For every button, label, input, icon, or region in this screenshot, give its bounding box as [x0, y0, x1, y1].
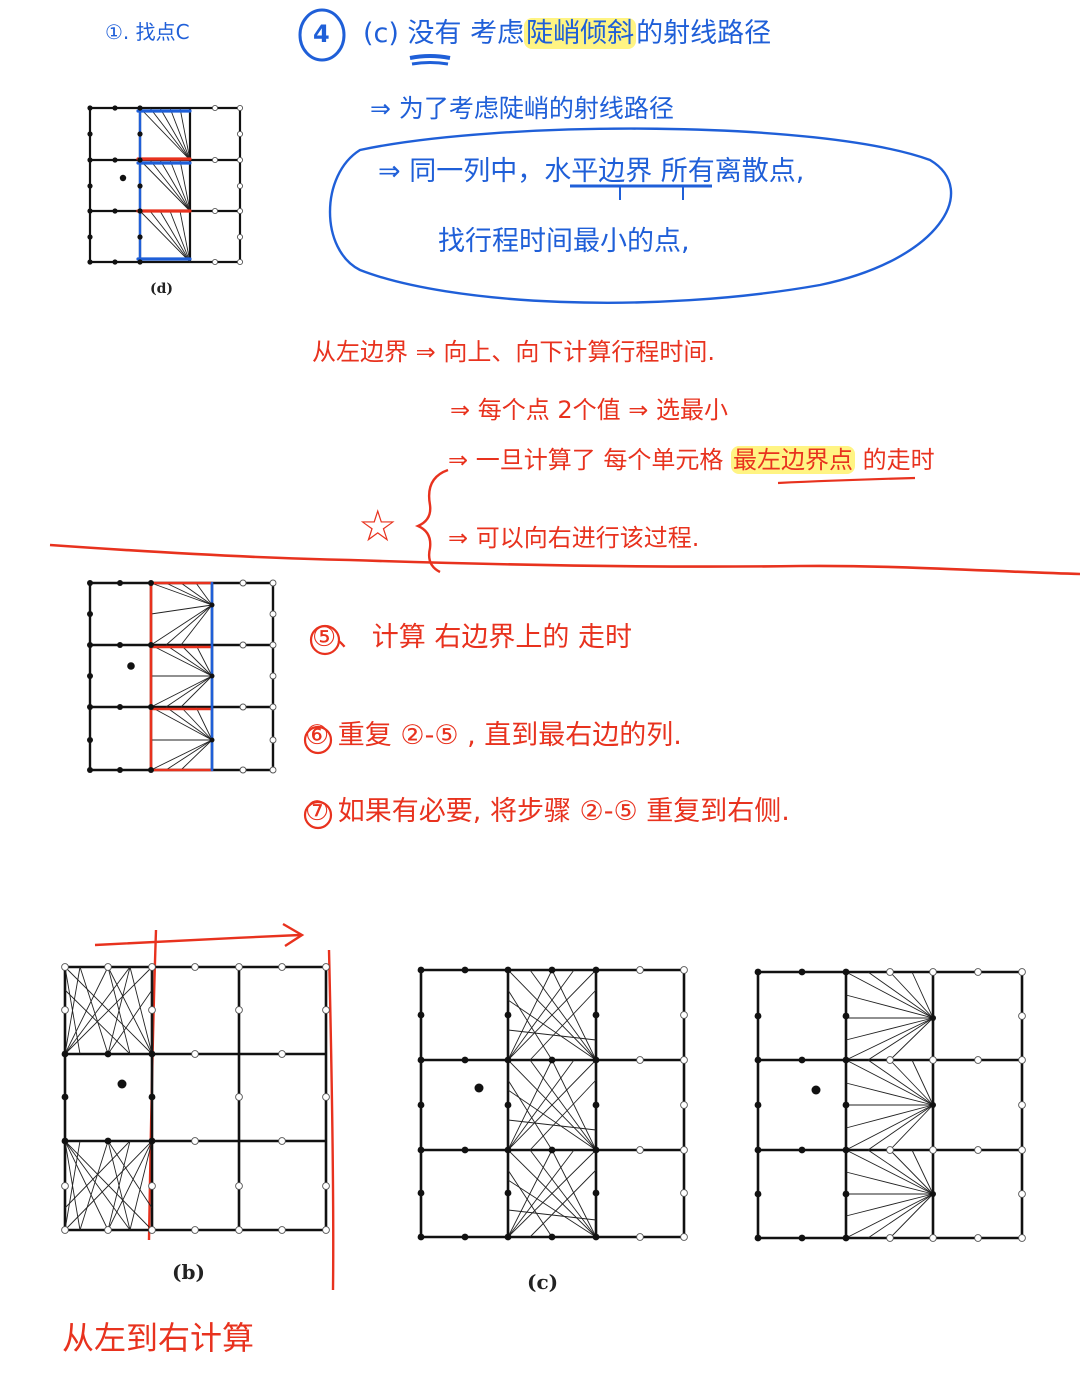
step4-number: 4 — [313, 20, 330, 48]
left-boundary-line3-suffix: 的走时 — [855, 446, 935, 474]
step4-line1-mid: 考虑 — [461, 18, 525, 49]
step4-box-line1-underlined: 水平边界 — [544, 156, 653, 187]
step4-line1-highlight: 陡峭倾斜 — [524, 18, 637, 49]
step4-box-line1: ⇒ 同一列中，水平边界 所有离散点, — [378, 158, 804, 185]
step4-line1-suffix: 的射线路径 — [636, 18, 772, 49]
figure-d-caption: (d) — [150, 281, 174, 297]
figure-c-caption: (c) — [527, 1270, 559, 1294]
step4-line1-prefix: (c) — [363, 18, 408, 49]
step7: ⑦ 如果有必要, 将步骤 ②-⑤ 重复到右侧. — [305, 796, 790, 827]
left-boundary-line1: 从左边界 ⇒ 向上、向下计算行程时间. — [312, 338, 715, 366]
left-boundary-line4: ⇒ 可以向右进行该过程. — [448, 524, 700, 552]
step4-line1-not: 没有 — [407, 18, 462, 49]
bottom-note: 从左到右计算 — [62, 1319, 255, 1357]
step4-box-line1-prefix: ⇒ 同一列中， — [378, 156, 545, 187]
step4-line2: ⇒ 为了考虑陡峭的射线路径 — [370, 94, 674, 123]
step6: ⑥ 重复 ②-⑤ , 直到最右边的列. — [305, 720, 682, 751]
step4-line1: (c) 没有 考虑陡峭倾斜的射线路径 — [363, 18, 772, 49]
step5: ⑤、 计算 右边界上的 走时 — [312, 622, 632, 653]
left-boundary-line3: ⇒ 一旦计算了 每个单元格 最左边界点 的走时 — [448, 446, 935, 474]
figure-b-caption: (b) — [172, 1260, 205, 1284]
left-boundary-line2: ⇒ 每个点 2个值 ⇒ 选最小 — [450, 396, 729, 424]
star-mark: ☆ — [358, 501, 398, 552]
top-left-label: ①. 找点C — [105, 20, 190, 44]
step4-box-line2: 找行程时间最小的点, — [438, 226, 690, 257]
left-boundary-line3-prefix: ⇒ 一旦计算了 每个单元格 — [448, 446, 731, 474]
left-boundary-line3-highlight: 最左边界点 — [731, 446, 855, 474]
step4-box-line1-suffix: 所有离散点, — [652, 156, 805, 187]
